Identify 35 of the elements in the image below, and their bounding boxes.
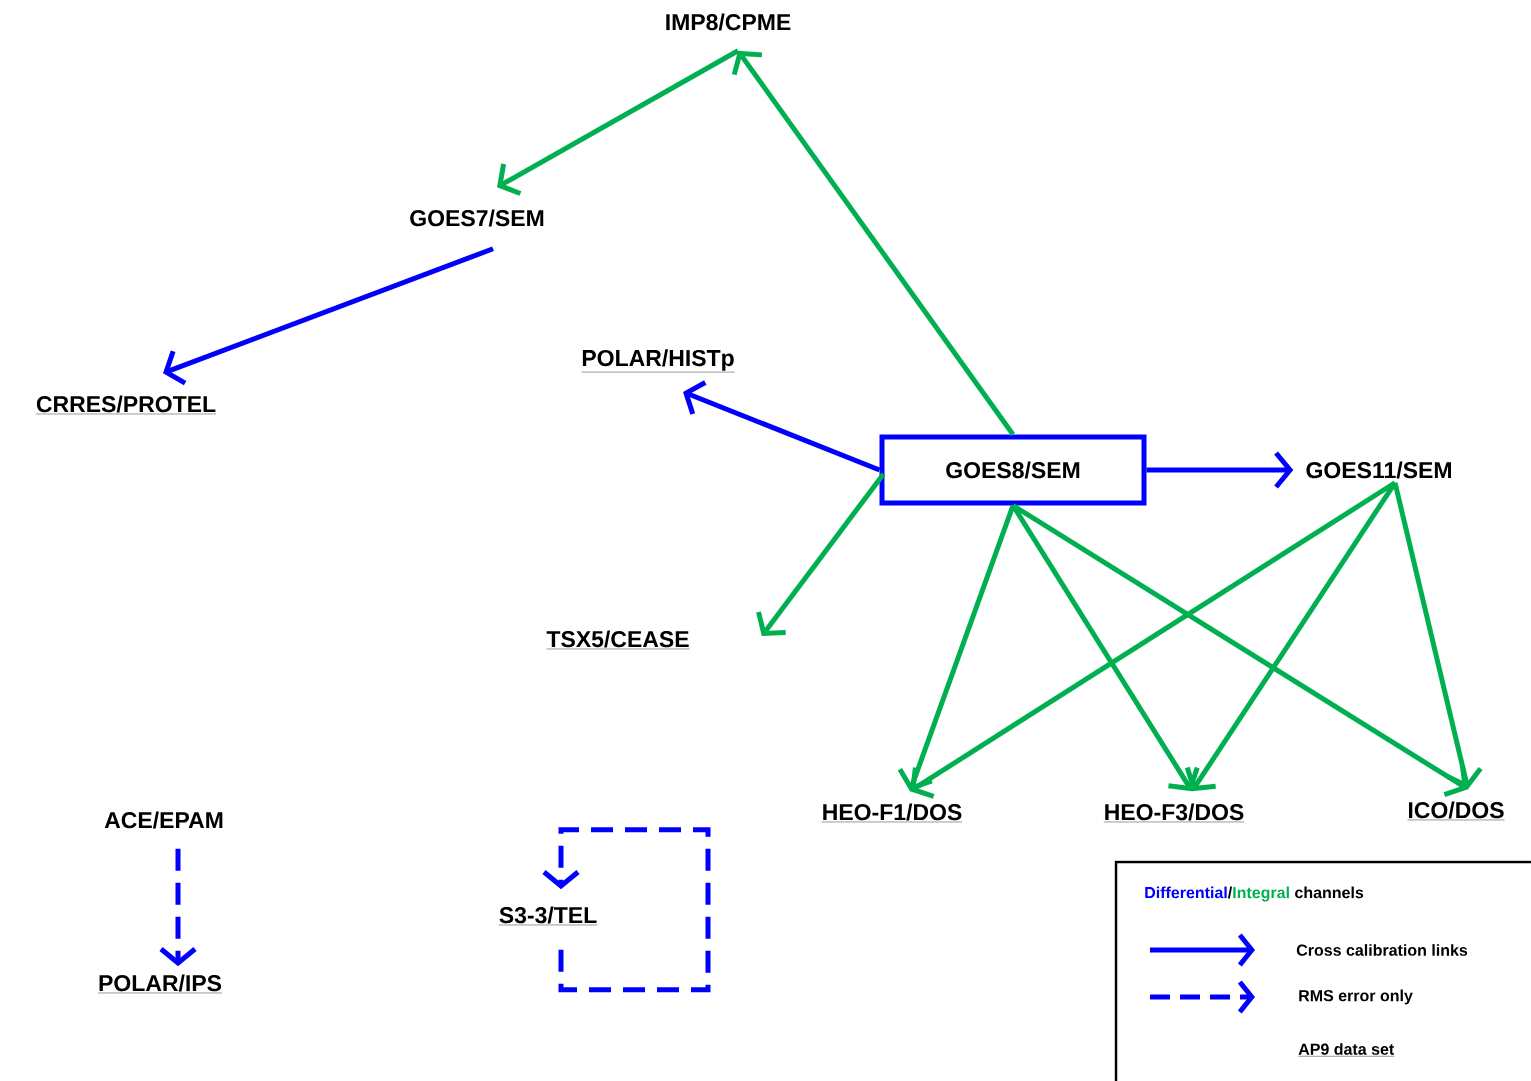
node-label: POLAR/HISTp (581, 349, 735, 373)
arrow (910, 480, 1397, 799)
arrow (497, 48, 740, 196)
legend-label: Cross calibration links (1296, 944, 1468, 956)
label: / (1227, 886, 1233, 899)
node-label: ICO/DOS (1407, 801, 1505, 821)
arrow (1011, 503, 1468, 797)
arrow (897, 504, 1016, 792)
node-label: HEO-F3/DOS (1103, 803, 1245, 823)
node-label: CRRES/PROTEL (35, 395, 217, 415)
legend-label: Integral (1233, 886, 1289, 902)
node-label: GOES11/SEM (1306, 461, 1451, 479)
arrow (1392, 482, 1483, 790)
arrow (159, 848, 197, 967)
arrow (163, 246, 494, 386)
arrow (1146, 451, 1294, 489)
label: channels (1295, 886, 1364, 899)
legend-label: Differential (1145, 886, 1227, 899)
node-label: ACE/EPAM (104, 811, 223, 829)
node-box: GOES8/SEM (879, 434, 1147, 506)
legend-label: RMS error only (1299, 989, 1413, 1005)
arrow (1010, 504, 1200, 792)
node-label: IMP8/CPME (666, 13, 791, 31)
node-label: S3-3/TEL (498, 906, 598, 926)
arrow (542, 827, 711, 993)
node-label: TSX5/CEASE (546, 630, 690, 650)
legend-label: AP9 data set (1298, 1043, 1395, 1057)
arrow (683, 380, 881, 473)
arrow (731, 50, 1016, 436)
arrow (1184, 481, 1398, 792)
arrow (756, 472, 886, 636)
legend-heading: Differential/Integral channels (1145, 886, 1364, 902)
node-label: POLAR/IPS (97, 974, 223, 994)
node-label: GOES7/SEM (410, 209, 544, 227)
node-label: HEO-F1/DOS (821, 803, 963, 823)
